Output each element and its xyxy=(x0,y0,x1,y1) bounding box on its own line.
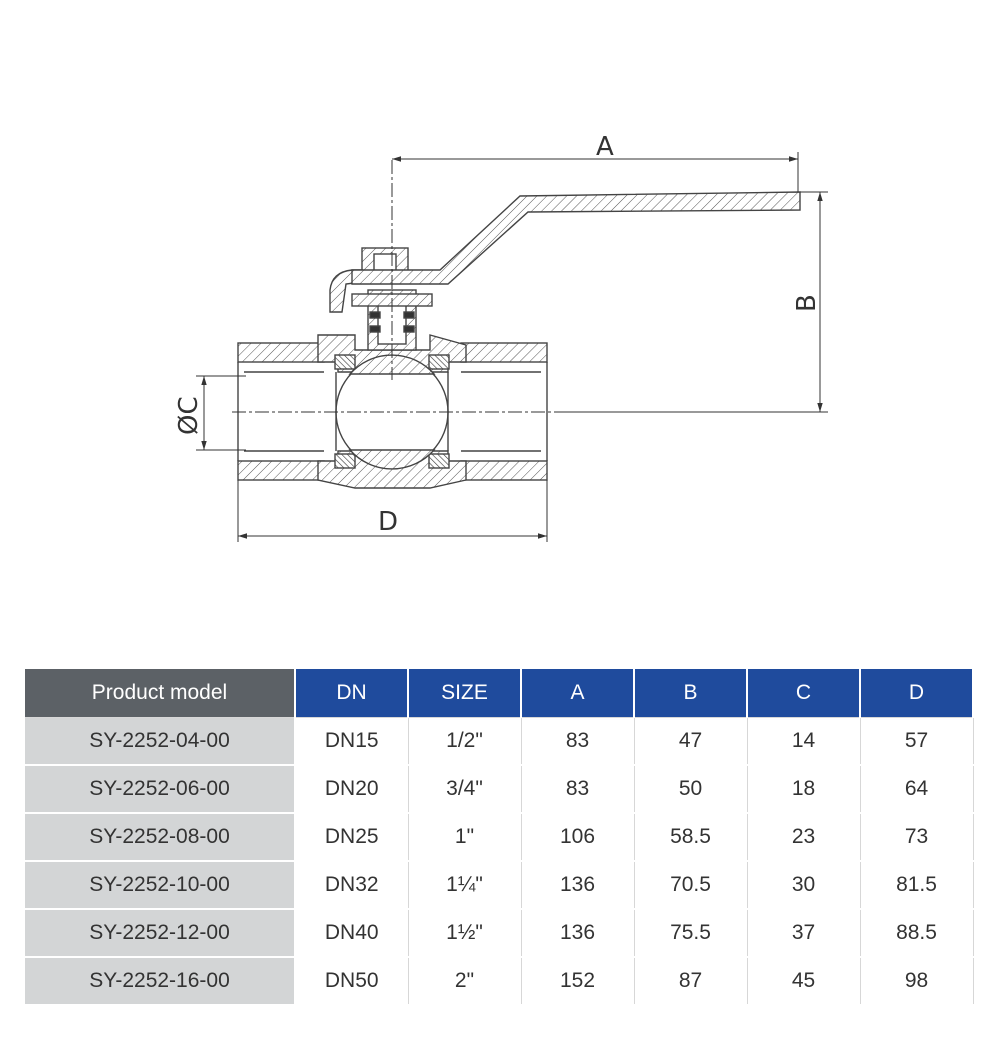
cell-model: SY-2252-10-00 xyxy=(25,860,296,910)
spec-table: Product model DN SIZE A B C D SY-2252-04… xyxy=(25,669,974,1006)
cell-dn: DN20 xyxy=(295,764,409,814)
cell-a: 152 xyxy=(521,956,635,1006)
header-d: D xyxy=(860,669,974,718)
header-dn: DN xyxy=(295,669,409,718)
cell-d: 57 xyxy=(860,717,974,766)
cell-size: 1/2" xyxy=(408,717,522,766)
cell-a: 136 xyxy=(521,908,635,958)
cell-a: 136 xyxy=(521,860,635,910)
table-row: SY-2252-12-00 DN40 1½" 136 75.5 37 88.5 xyxy=(25,908,974,958)
cell-b: 87 xyxy=(634,956,748,1006)
header-product-model: Product model xyxy=(25,669,296,718)
table-row: SY-2252-06-00 DN20 3/4" 83 50 18 64 xyxy=(25,764,974,814)
cell-a: 83 xyxy=(521,717,635,766)
dimension-b-label: B xyxy=(792,294,822,312)
cell-size: 3/4" xyxy=(408,764,522,814)
cell-c: 37 xyxy=(747,908,861,958)
cell-d: 73 xyxy=(860,812,974,862)
cell-dn: DN32 xyxy=(295,860,409,910)
cell-d: 88.5 xyxy=(860,908,974,958)
cell-c: 18 xyxy=(747,764,861,814)
cell-b: 70.5 xyxy=(634,860,748,910)
cell-c: 45 xyxy=(747,956,861,1006)
ball-valve-drawing: A B ØC D xyxy=(174,132,828,542)
cell-dn: DN50 xyxy=(295,956,409,1006)
table-row: SY-2252-08-00 DN25 1" 106 58.5 23 73 xyxy=(25,812,974,862)
cell-d: 81.5 xyxy=(860,860,974,910)
cell-d: 64 xyxy=(860,764,974,814)
valve-body xyxy=(237,191,801,489)
cell-b: 50 xyxy=(634,764,748,814)
cell-d: 98 xyxy=(860,956,974,1006)
header-a: A xyxy=(521,669,635,718)
cell-dn: DN25 xyxy=(295,812,409,862)
table-row: SY-2252-04-00 DN15 1/2" 83 47 14 57 xyxy=(25,717,974,766)
cell-a: 106 xyxy=(521,812,635,862)
header-size: SIZE xyxy=(408,669,522,718)
cell-b: 75.5 xyxy=(634,908,748,958)
cell-b: 47 xyxy=(634,717,748,766)
header-c: C xyxy=(747,669,861,718)
table-header-row: Product model DN SIZE A B C D xyxy=(25,669,974,718)
cell-dn: DN15 xyxy=(295,717,409,766)
dimension-c-label: ØC xyxy=(174,396,204,435)
table-row: SY-2252-10-00 DN32 1¼" 136 70.5 30 81.5 xyxy=(25,860,974,910)
cell-model: SY-2252-16-00 xyxy=(25,956,296,1006)
dimension-d-label: D xyxy=(378,507,398,537)
dimension-lines xyxy=(196,152,828,542)
cell-dn: DN40 xyxy=(295,908,409,958)
cell-model: SY-2252-12-00 xyxy=(25,908,296,958)
cell-model: SY-2252-08-00 xyxy=(25,812,296,862)
cell-size: 1" xyxy=(408,812,522,862)
dimension-a-label: A xyxy=(596,132,614,162)
table-row: SY-2252-16-00 DN50 2" 152 87 45 98 xyxy=(25,956,974,1006)
cell-size: 1¼" xyxy=(408,860,522,910)
cell-a: 83 xyxy=(521,764,635,814)
header-b: B xyxy=(634,669,748,718)
cell-b: 58.5 xyxy=(634,812,748,862)
cell-size: 1½" xyxy=(408,908,522,958)
cell-size: 2" xyxy=(408,956,522,1006)
cell-c: 14 xyxy=(747,717,861,766)
cell-model: SY-2252-04-00 xyxy=(25,717,296,766)
cell-c: 23 xyxy=(747,812,861,862)
cell-c: 30 xyxy=(747,860,861,910)
cell-model: SY-2252-06-00 xyxy=(25,764,296,814)
